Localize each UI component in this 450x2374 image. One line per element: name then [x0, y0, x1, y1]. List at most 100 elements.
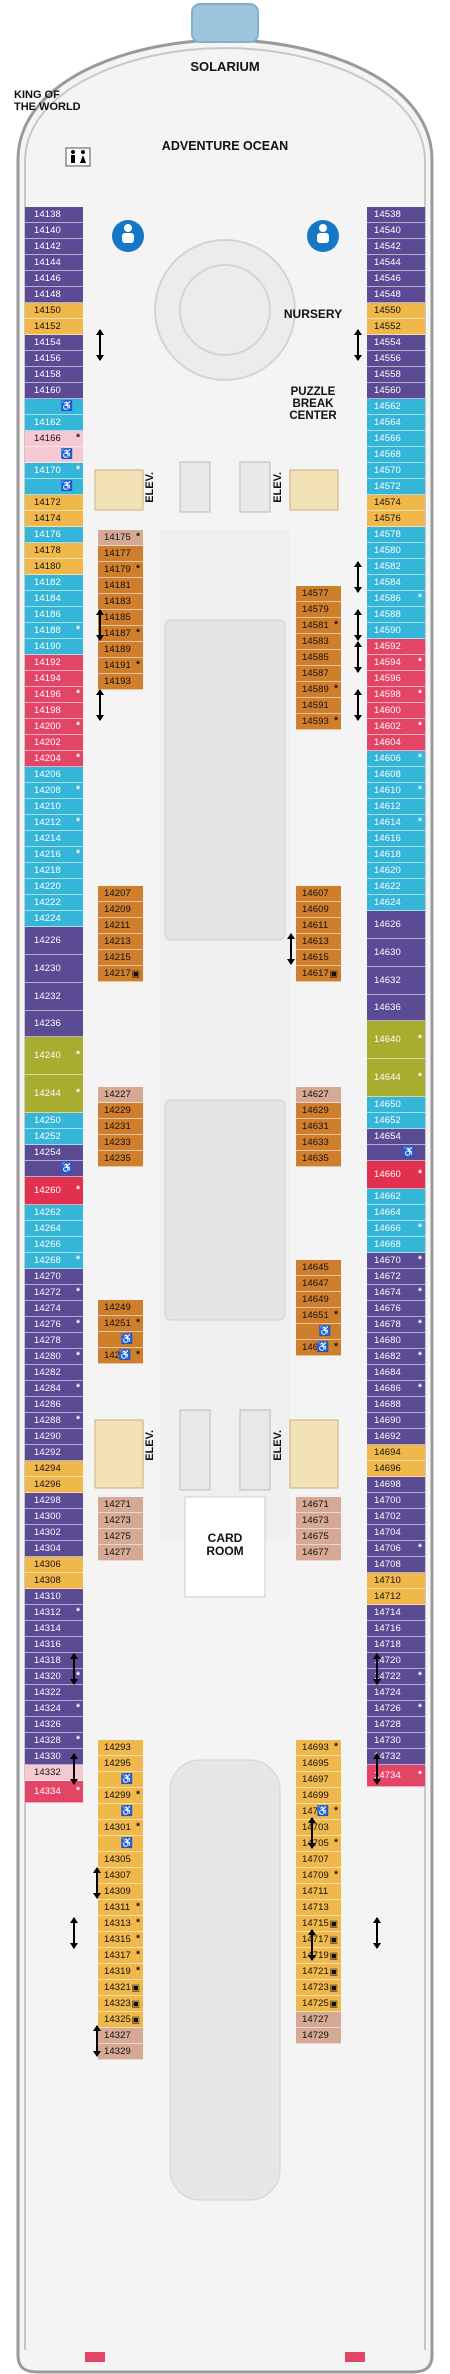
stateroom-14192[interactable]: 14192 [25, 655, 83, 671]
stateroom-14226[interactable]: 14226 [25, 927, 83, 955]
stateroom-14320[interactable]: 14320* [25, 1669, 83, 1685]
stateroom-14730[interactable]: 14730 [367, 1733, 425, 1749]
stateroom-14674[interactable]: 14674* [367, 1285, 425, 1301]
stateroom-14673[interactable]: 14673 [296, 1513, 341, 1529]
stateroom-14181[interactable]: 14181 [98, 578, 143, 594]
stateroom-14156[interactable]: 14156 [25, 351, 83, 367]
stateroom-14327[interactable]: 14327 [98, 2028, 143, 2044]
stateroom-14620[interactable]: 14620 [367, 863, 425, 879]
stateroom-14666[interactable]: 14666* [367, 1221, 425, 1237]
stateroom-14706[interactable]: 14706* [367, 1541, 425, 1557]
stateroom-14196[interactable]: 14196* [25, 687, 83, 703]
stateroom-14277[interactable]: 14277 [98, 1545, 143, 1561]
stateroom-14233[interactable]: 14233 [98, 1135, 143, 1151]
stateroom-14720[interactable]: 14720 [367, 1653, 425, 1669]
stateroom-14725[interactable]: 14725▣ [296, 1996, 341, 2012]
stateroom-14552[interactable]: 14552 [367, 319, 425, 335]
stateroom-14727[interactable]: 14727 [296, 2012, 341, 2028]
stateroom-14734[interactable]: 14734* [367, 1765, 425, 1787]
stateroom-accessible-row[interactable]: ♿ [98, 1332, 143, 1348]
stateroom-14717[interactable]: 14717▣ [296, 1932, 341, 1948]
stateroom-14593[interactable]: 14593* [296, 714, 341, 730]
stateroom-14591[interactable]: 14591 [296, 698, 341, 714]
stateroom-14179[interactable]: 14179* [98, 562, 143, 578]
stateroom-14709[interactable]: 14709* [296, 1868, 341, 1884]
stateroom-14224[interactable]: 14224 [25, 911, 83, 927]
stateroom-14664[interactable]: 14664 [367, 1205, 425, 1221]
stateroom-14707[interactable]: 14707 [296, 1852, 341, 1868]
stateroom-14244[interactable]: 14244* [25, 1075, 83, 1113]
stateroom-14185[interactable]: 14185 [98, 610, 143, 626]
stateroom-14622[interactable]: 14622 [367, 879, 425, 895]
stateroom-14598[interactable]: 14598* [367, 687, 425, 703]
stateroom-14671[interactable]: 14671 [296, 1497, 341, 1513]
stateroom-14322[interactable]: 14322 [25, 1685, 83, 1701]
stateroom-14188[interactable]: 14188* [25, 623, 83, 639]
stateroom-14640[interactable]: 14640* [367, 1021, 425, 1059]
stateroom-14180[interactable]: 14180 [25, 559, 83, 575]
stateroom-14618[interactable]: 14618 [367, 847, 425, 863]
stateroom-14550[interactable]: 14550 [367, 303, 425, 319]
stateroom-accessible-row[interactable]: ♿ [25, 479, 83, 495]
stateroom-14548[interactable]: 14548 [367, 287, 425, 303]
stateroom-14286[interactable]: 14286 [25, 1397, 83, 1413]
stateroom-14250[interactable]: 14250 [25, 1113, 83, 1129]
stateroom-14616[interactable]: 14616 [367, 831, 425, 847]
stateroom-14612[interactable]: 14612 [367, 799, 425, 815]
stateroom-14633[interactable]: 14633 [296, 1135, 341, 1151]
stateroom-14695[interactable]: 14695 [296, 1756, 341, 1772]
stateroom-14668[interactable]: 14668 [367, 1237, 425, 1253]
stateroom-14325[interactable]: 14325▣ [98, 2012, 143, 2028]
stateroom-14200[interactable]: 14200* [25, 719, 83, 735]
stateroom-14629[interactable]: 14629 [296, 1103, 341, 1119]
stateroom-14216[interactable]: 14216* [25, 847, 83, 863]
stateroom-14647[interactable]: 14647 [296, 1276, 341, 1292]
stateroom-14713[interactable]: 14713 [296, 1900, 341, 1916]
stateroom-14311[interactable]: 14311* [98, 1900, 143, 1916]
stateroom-14182[interactable]: 14182 [25, 575, 83, 591]
stateroom-14572[interactable]: 14572 [367, 479, 425, 495]
stateroom-14310[interactable]: 14310 [25, 1589, 83, 1605]
stateroom-14217[interactable]: 14217▣ [98, 966, 143, 982]
stateroom-14538[interactable]: 14538 [367, 207, 425, 223]
stateroom-14602[interactable]: 14602* [367, 719, 425, 735]
stateroom-accessible-row[interactable]: ♿ [98, 1804, 143, 1820]
stateroom-14214[interactable]: 14214 [25, 831, 83, 847]
stateroom-14672[interactable]: 14672 [367, 1269, 425, 1285]
stateroom-14676[interactable]: 14676 [367, 1301, 425, 1317]
stateroom-14611[interactable]: 14611 [296, 918, 341, 934]
stateroom-14274[interactable]: 14274 [25, 1301, 83, 1317]
stateroom-14564[interactable]: 14564 [367, 415, 425, 431]
stateroom-14252[interactable]: 14252 [25, 1129, 83, 1145]
stateroom-14144[interactable]: 14144 [25, 255, 83, 271]
stateroom-14579[interactable]: 14579 [296, 602, 341, 618]
stateroom-14312[interactable]: 14312* [25, 1605, 83, 1621]
stateroom-14728[interactable]: 14728 [367, 1717, 425, 1733]
stateroom-14309[interactable]: 14309 [98, 1884, 143, 1900]
stateroom-14231[interactable]: 14231 [98, 1119, 143, 1135]
stateroom-14556[interactable]: 14556 [367, 351, 425, 367]
stateroom-14209[interactable]: 14209 [98, 902, 143, 918]
stateroom-14570[interactable]: 14570 [367, 463, 425, 479]
stateroom-accessible-row[interactable]: ♿ [25, 447, 83, 463]
stateroom-14152[interactable]: 14152 [25, 319, 83, 335]
stateroom-14206[interactable]: 14206 [25, 767, 83, 783]
stateroom-14636[interactable]: 14636 [367, 995, 425, 1021]
stateroom-14610[interactable]: 14610* [367, 783, 425, 799]
stateroom-14698[interactable]: 14698 [367, 1477, 425, 1493]
stateroom-14230[interactable]: 14230 [25, 955, 83, 983]
stateroom-14186[interactable]: 14186 [25, 607, 83, 623]
stateroom-accessible-row[interactable]: ♿ [98, 1772, 143, 1788]
stateroom-14218[interactable]: 14218 [25, 863, 83, 879]
stateroom-14583[interactable]: 14583 [296, 634, 341, 650]
stateroom-14290[interactable]: 14290 [25, 1429, 83, 1445]
stateroom-14332[interactable]: 14332 [25, 1765, 83, 1781]
stateroom-14704[interactable]: 14704 [367, 1525, 425, 1541]
stateroom-14723[interactable]: 14723▣ [296, 1980, 341, 1996]
stateroom-14651[interactable]: 14651* [296, 1308, 341, 1324]
stateroom-14716[interactable]: 14716 [367, 1621, 425, 1637]
stateroom-14581[interactable]: 14581* [296, 618, 341, 634]
stateroom-14604[interactable]: 14604 [367, 735, 425, 751]
stateroom-14558[interactable]: 14558 [367, 367, 425, 383]
stateroom-14278[interactable]: 14278 [25, 1333, 83, 1349]
